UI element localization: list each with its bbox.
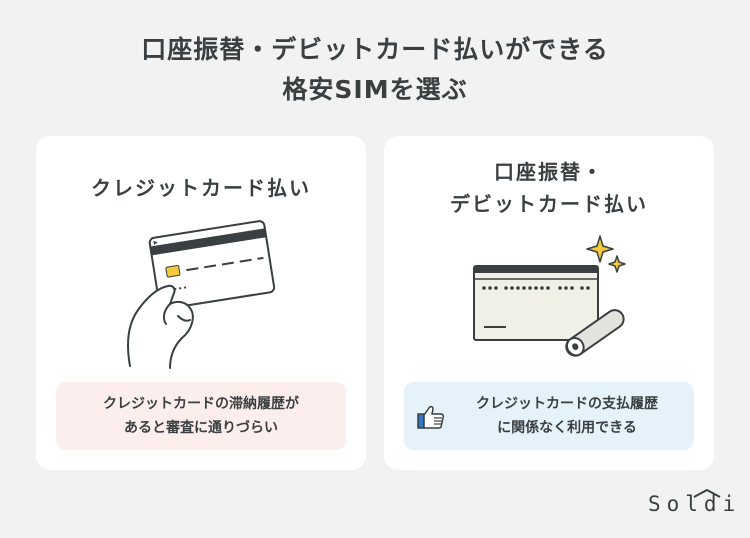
credit-card-drawback-note: クレジットカードの滞納履歴が あると審査に通りづらい [56,382,346,450]
credit-card-note-line-1: クレジットカードの滞納履歴が [103,396,299,412]
hand-holding-credit-card-illustration [127,220,276,369]
bankbook-and-scroll-illustration [473,235,626,357]
credit-card-payment-panel: クレジットカード払い クレジットカードの滞納履歴が あると審査に通りづらい [36,136,366,470]
credit-card-payment-title: クレジットカード払い [91,176,311,200]
logo-text: Soldi [648,492,742,516]
logo-roof-icon [693,489,721,498]
credit-card-note-line-2: あると審査に通りづらい [124,420,278,436]
bank-debit-title-line-2: デビットカード払い [450,192,648,216]
bank-debit-note-line-1: クレジットカードの支払履歴 [476,396,658,412]
soldi-logo: Soldi [648,488,735,522]
bank-debit-benefit-note: クレジットカードの支払履歴 に関係なく利用できる [404,382,694,450]
thumbs-up-icon [417,405,445,429]
sparkle-icon [586,235,614,263]
bank-debit-note-line-2: に関係なく利用できる [497,420,637,436]
sparkle-small-icon [608,255,626,273]
page-title: 口座振替・デビットカード払いができる 格安SIMを選ぶ [0,30,750,110]
page-title-line-2: 格安SIMを選ぶ [282,75,468,104]
page-title-line-1: 口座振替・デビットカード払いができる [141,35,609,64]
bank-debit-payment-title: 口座振替・ デビットカード払い [384,156,714,220]
bank-debit-payment-panel: 口座振替・ デビットカード払い [384,136,714,470]
bank-debit-title-line-1: 口座振替・ [494,160,604,184]
